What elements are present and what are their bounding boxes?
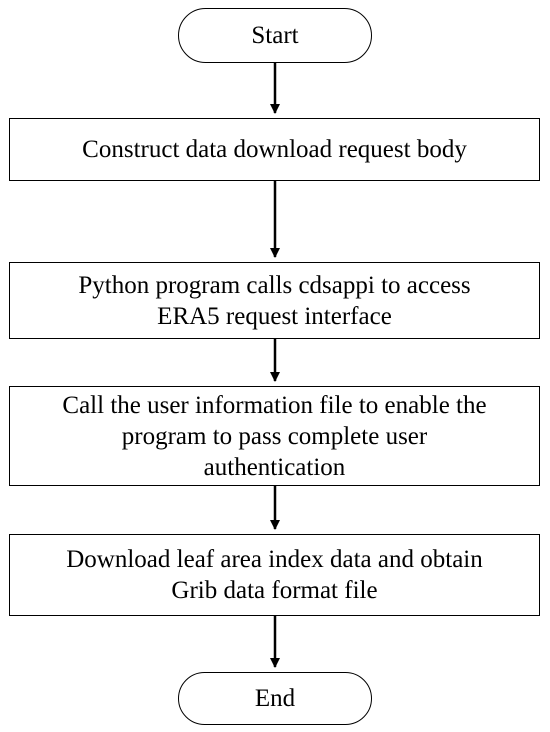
process-step-download-lai: Download leaf area index data and obtain… bbox=[9, 534, 540, 616]
process-step-3-label: Call the user information file to enable… bbox=[62, 391, 487, 481]
process-step-user-authentication: Call the user information file to enable… bbox=[9, 386, 540, 486]
end-label: End bbox=[254, 685, 296, 712]
start-label: Start bbox=[251, 22, 299, 49]
process-step-1-label: Construct data download request body bbox=[82, 136, 467, 163]
process-step-call-cdsapi: Python program calls cdsappi to access E… bbox=[9, 262, 540, 339]
process-step-2-label: Python program calls cdsappi to access E… bbox=[78, 271, 471, 330]
process-step-construct-request: Construct data download request body bbox=[9, 118, 540, 181]
end-terminal: End bbox=[178, 672, 372, 725]
start-terminal: Start bbox=[178, 8, 372, 63]
process-step-4-label: Download leaf area index data and obtain… bbox=[66, 546, 483, 604]
